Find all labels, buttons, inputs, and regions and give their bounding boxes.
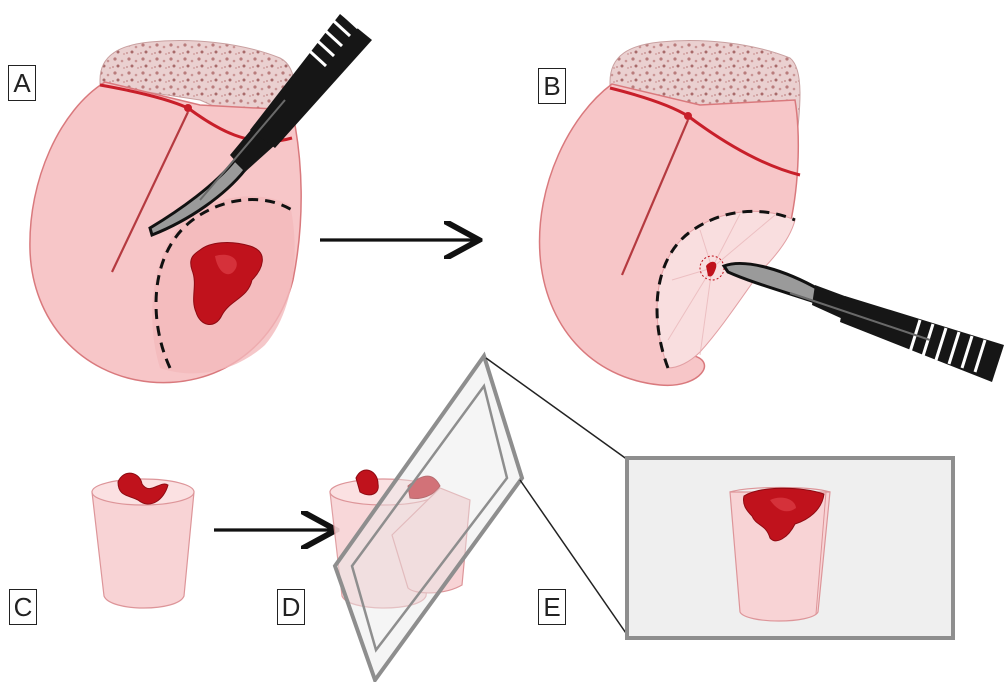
panel-label-c: C — [9, 589, 37, 625]
panel-b-specimen — [540, 41, 1004, 386]
zoom-line-bottom — [520, 480, 628, 636]
panel-label-e: E — [538, 589, 566, 625]
panel-d-sectioning — [330, 356, 522, 680]
panel-a-specimen — [30, 0, 372, 383]
panel-c-sample-block — [92, 473, 194, 608]
scalpel-icon — [724, 263, 1004, 382]
panel-label-b: B — [538, 68, 566, 104]
panel-label-a: A — [8, 65, 36, 101]
panel-label-d: D — [277, 589, 305, 625]
margin-point — [184, 104, 192, 112]
panel-e-inset — [627, 458, 953, 638]
